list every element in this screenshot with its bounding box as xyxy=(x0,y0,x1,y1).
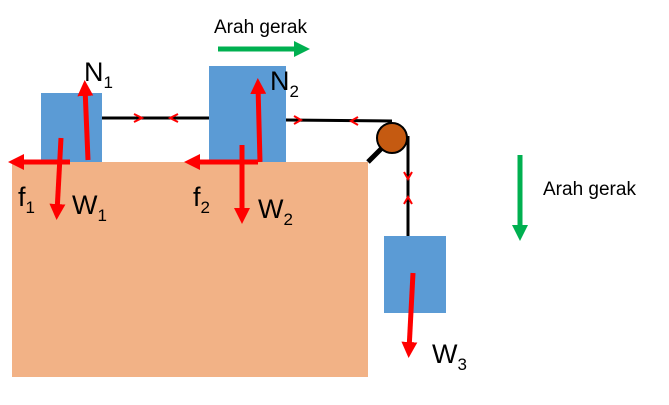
string-block2-pulley xyxy=(285,118,393,123)
label-W1-main: W xyxy=(72,190,98,220)
label-W2-main: W xyxy=(258,194,284,224)
label-f1: f1 xyxy=(18,182,35,217)
label-W3-sub: 3 xyxy=(457,355,466,374)
label-W1-sub: 1 xyxy=(97,206,106,225)
arrow-W3 xyxy=(401,272,418,358)
label-W2-sub: 2 xyxy=(283,210,292,229)
block-1 xyxy=(41,93,102,162)
label-N1-main: N xyxy=(84,57,104,87)
label-W3-main: W xyxy=(432,339,458,369)
label-N1-sub: 1 xyxy=(104,73,113,92)
label-f2-main: f xyxy=(193,182,201,212)
label-W3: W3 xyxy=(432,339,467,374)
label-N2: N2 xyxy=(270,66,299,101)
pulley xyxy=(376,122,408,154)
label-f1-sub: 1 xyxy=(26,198,35,217)
label-N1: N1 xyxy=(84,57,113,92)
arrow-N1 xyxy=(77,80,94,161)
arrow-W1 xyxy=(49,137,66,220)
label-f2-sub: 2 xyxy=(201,198,210,217)
label-W2: W2 xyxy=(258,194,293,229)
block-2 xyxy=(209,66,286,162)
arrow-N2 xyxy=(250,78,267,163)
label-N2-sub: 2 xyxy=(290,82,299,101)
label-W1: W1 xyxy=(72,190,107,225)
table xyxy=(12,162,368,377)
motion-label-side: Arah gerak xyxy=(543,179,636,200)
motion-label-top: Arah gerak xyxy=(214,17,307,38)
tension-markers xyxy=(133,113,413,205)
label-f1-main: f xyxy=(18,182,26,212)
label-f2: f2 xyxy=(193,182,210,217)
label-N2-main: N xyxy=(270,66,290,96)
